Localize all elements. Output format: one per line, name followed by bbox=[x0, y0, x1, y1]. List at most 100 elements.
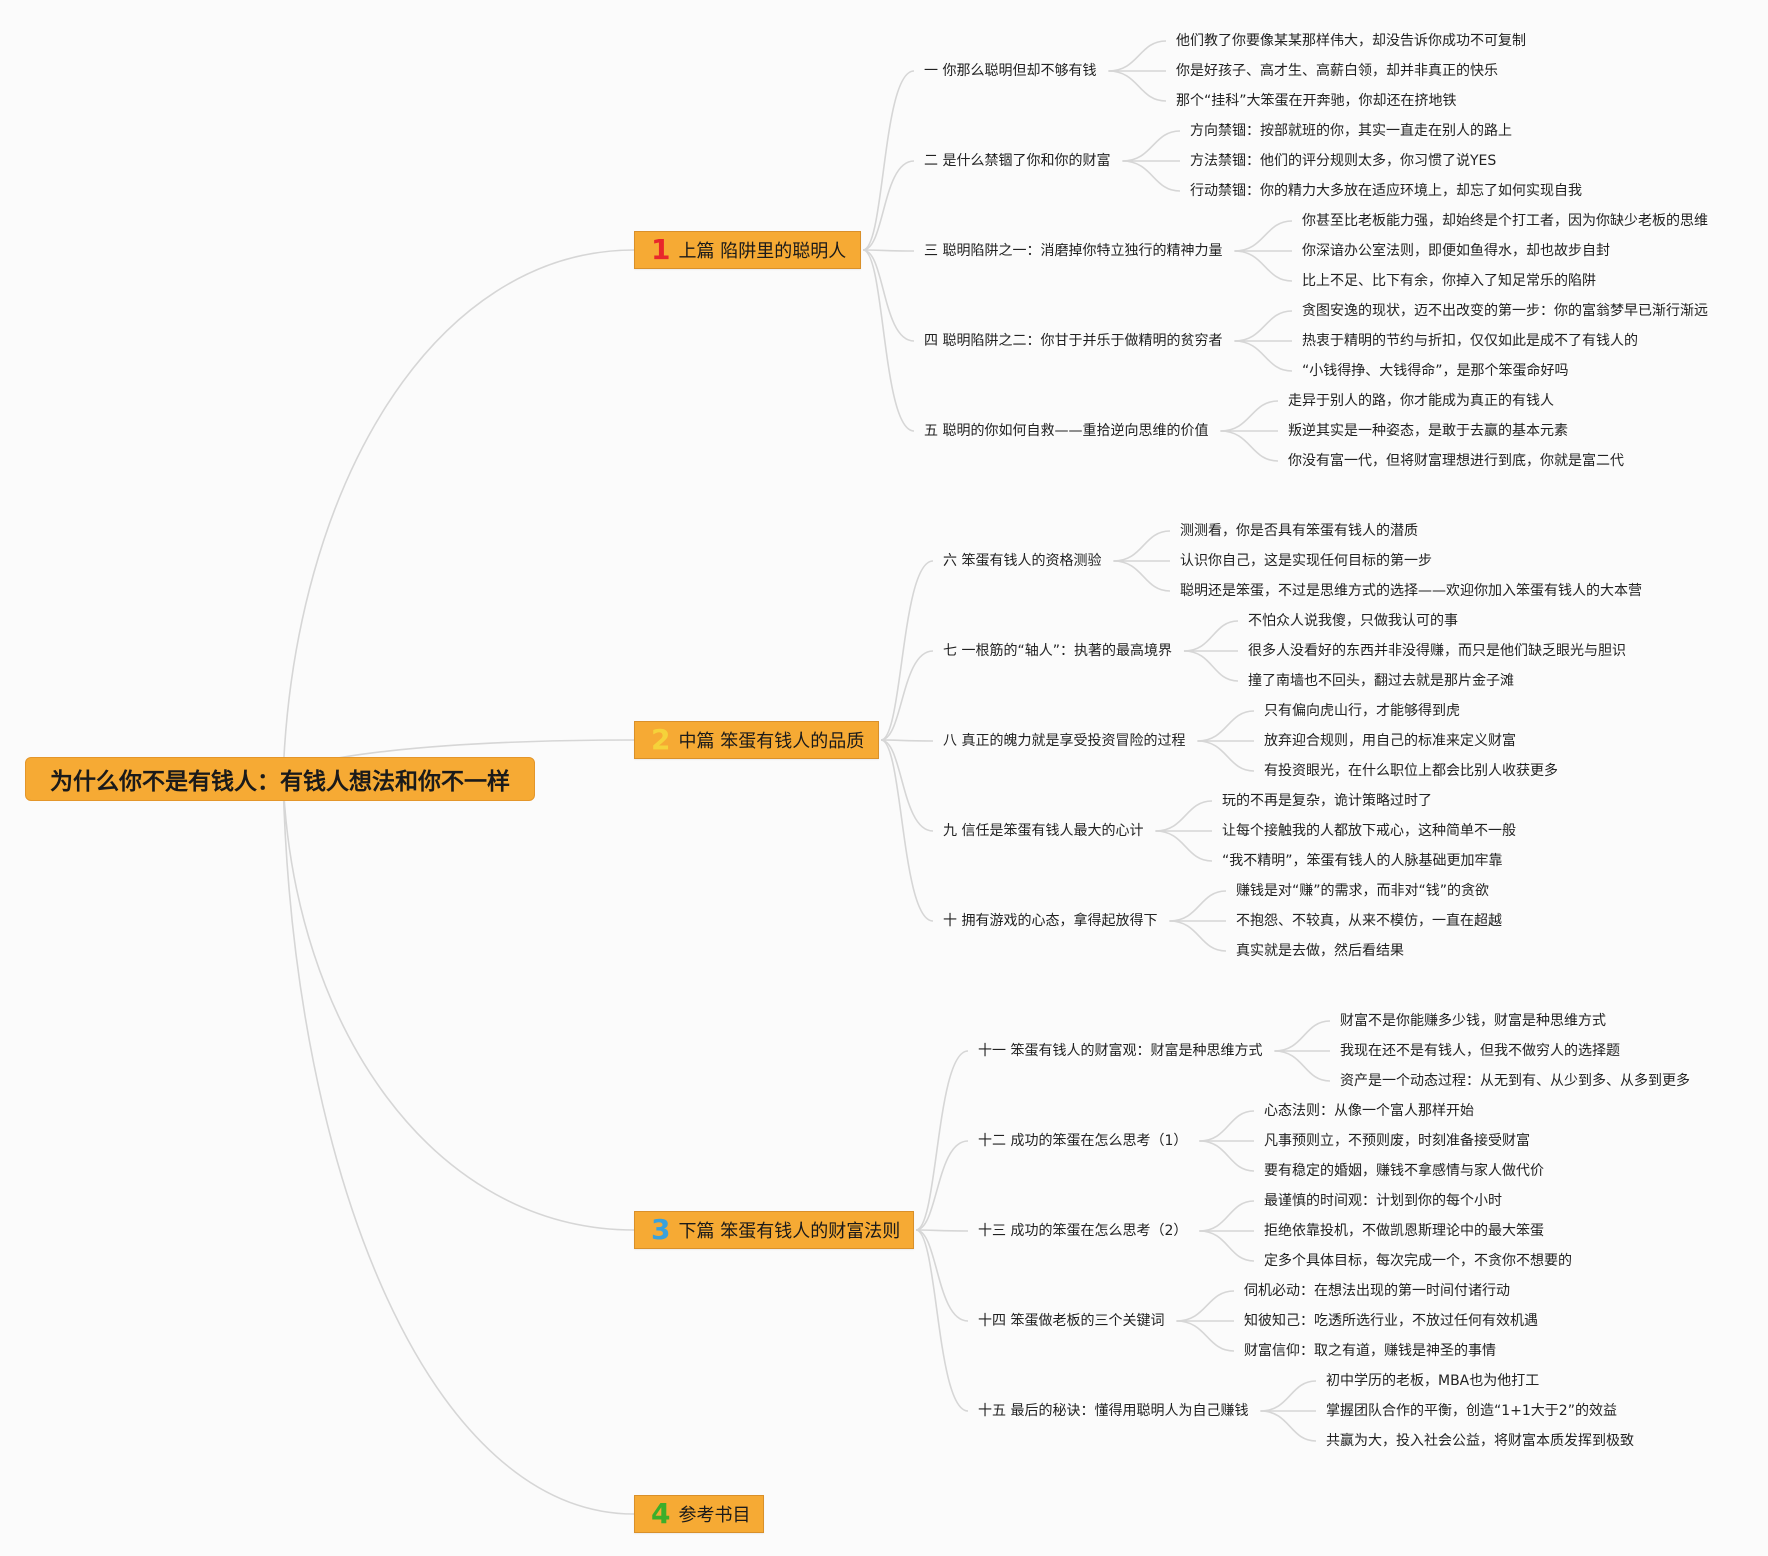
connector-line bbox=[880, 739, 934, 922]
connector-line bbox=[282, 777, 635, 1515]
branch-4[interactable]: 4 参考书目 bbox=[634, 1495, 764, 1533]
connector-line bbox=[1197, 710, 1255, 742]
leaf-node[interactable]: 撞了南墙也不回头，翻过去就是那片金子滩 bbox=[1248, 673, 1514, 689]
leaf-node[interactable]: “我不精明”，笨蛋有钱人的人脉基础更加牢靠 bbox=[1222, 853, 1503, 869]
branch-3[interactable]: 3 下篇 笨蛋有钱人的财富法则 bbox=[634, 1211, 914, 1249]
leaf-node[interactable]: 他们教了你要像某某那样伟大，却没告诉你成功不可复制 bbox=[1176, 33, 1526, 49]
leaf-node[interactable]: 赚钱是对“赚”的需求，而非对“钱”的贪欲 bbox=[1236, 883, 1490, 899]
connector-line bbox=[915, 1050, 969, 1231]
connector-line bbox=[1113, 560, 1171, 592]
leaf-node[interactable]: 不怕众人说我傻，只做我认可的事 bbox=[1248, 613, 1458, 629]
connector-line bbox=[862, 160, 915, 251]
branch-title: 下篇 笨蛋有钱人的财富法则 bbox=[678, 1221, 901, 1242]
branch-title: 中篇 笨蛋有钱人的品质 bbox=[678, 731, 865, 752]
leaf-node[interactable]: 很多人没看好的东西并非没得赚，而只是他们缺乏眼光与胆识 bbox=[1248, 643, 1626, 659]
leaf-node[interactable]: 凡事预则立，不预则废，时刻准备接受财富 bbox=[1264, 1133, 1530, 1149]
topic-node[interactable]: 七 一根筋的“轴人”：执著的最高境界 bbox=[943, 643, 1172, 659]
leaf-node[interactable]: 我现在还不是有钱人，但我不做穷人的选择题 bbox=[1340, 1043, 1620, 1059]
leaf-node[interactable]: 走异于别人的路，你才能成为真正的有钱人 bbox=[1288, 393, 1554, 409]
leaf-node[interactable]: 心态法则：从像一个富人那样开始 bbox=[1264, 1103, 1474, 1119]
topic-node[interactable]: 九 信任是笨蛋有钱人最大的心计 bbox=[943, 823, 1144, 839]
topic-node[interactable]: 八 真正的魄力就是享受投资冒险的过程 bbox=[943, 733, 1186, 749]
leaf-node[interactable]: 伺机必动：在想法出现的第一时间付诸行动 bbox=[1244, 1283, 1510, 1299]
topic-node[interactable]: 十一 笨蛋有钱人的财富观：财富是种思维方式 bbox=[978, 1043, 1263, 1059]
connector-line bbox=[1220, 400, 1279, 432]
topic-node[interactable]: 六 笨蛋有钱人的资格测验 bbox=[943, 553, 1102, 569]
topic-node[interactable]: 十二 成功的笨蛋在怎么思考（1） bbox=[978, 1133, 1188, 1149]
connector-line bbox=[1169, 920, 1227, 952]
branch-2[interactable]: 2 中篇 笨蛋有钱人的品质 bbox=[634, 721, 879, 759]
connector-line bbox=[1234, 250, 1293, 282]
leaf-node[interactable]: 只有偏向虎山行，才能够得到虎 bbox=[1264, 703, 1460, 719]
connector-line bbox=[915, 1140, 969, 1231]
leaf-node[interactable]: 认识你自己，这是实现任何目标的第一步 bbox=[1180, 553, 1432, 569]
topic-node[interactable]: 四 聪明陷阱之二：你甘于并乐于做精明的贫穷者 bbox=[924, 333, 1223, 349]
connector-line bbox=[1260, 1410, 1317, 1442]
leaf-node[interactable]: 财富信仰：取之有道，赚钱是神圣的事情 bbox=[1244, 1343, 1496, 1359]
leaf-node[interactable]: 拒绝依靠投机，不做凯恩斯理论中的最大笨蛋 bbox=[1264, 1223, 1544, 1239]
topic-node[interactable]: 十三 成功的笨蛋在怎么思考（2） bbox=[978, 1223, 1188, 1239]
number-4-icon: 4 bbox=[651, 1497, 671, 1530]
connector-line bbox=[1183, 620, 1239, 652]
leaf-node[interactable]: 让每个接触我的人都放下戒心，这种简单不一般 bbox=[1222, 823, 1516, 839]
connector-line bbox=[862, 249, 915, 432]
leaf-node[interactable]: 聪明还是笨蛋，不过是思维方式的选择——欢迎你加入笨蛋有钱人的大本营 bbox=[1180, 583, 1642, 599]
topic-node[interactable]: 五 聪明的你如何自救——重拾逆向思维的价值 bbox=[924, 423, 1209, 439]
connector-line bbox=[1197, 740, 1255, 772]
leaf-node[interactable]: 叛逆其实是一种姿态，是敢于去赢的基本元素 bbox=[1288, 423, 1568, 439]
root-topic[interactable]: 为什么你不是有钱人：有钱人想法和你不一样 bbox=[25, 757, 535, 801]
leaf-node[interactable]: 真实就是去做，然后看结果 bbox=[1236, 943, 1404, 959]
leaf-node[interactable]: 定多个具体目标，每次完成一个，不贪你不想要的 bbox=[1264, 1253, 1572, 1269]
connector-line bbox=[1220, 430, 1279, 462]
leaf-node[interactable]: 你甚至比老板能力强，却始终是个打工者，因为你缺少老板的思维 bbox=[1302, 213, 1708, 229]
root-title: 为什么你不是有钱人：有钱人想法和你不一样 bbox=[50, 769, 510, 795]
leaf-node[interactable]: 最谨慎的时间观：计划到你的每个小时 bbox=[1264, 1193, 1502, 1209]
topic-node[interactable]: 三 聪明陷阱之一：消磨掉你特立独行的精神力量 bbox=[924, 243, 1223, 259]
connector-line bbox=[1113, 530, 1171, 562]
connector-line bbox=[1122, 130, 1181, 162]
leaf-node[interactable]: 要有稳定的婚姻，赚钱不拿感情与家人做代价 bbox=[1264, 1163, 1544, 1179]
connector-line bbox=[862, 249, 915, 252]
topic-node[interactable]: 十四 笨蛋做老板的三个关键词 bbox=[978, 1313, 1165, 1329]
topic-node[interactable]: 十五 最后的秘诀：懂得用聪明人为自己赚钱 bbox=[978, 1403, 1249, 1419]
leaf-node[interactable]: 比上不足、比下有余，你掉入了知足常乐的陷阱 bbox=[1302, 273, 1596, 289]
leaf-node[interactable]: 贪图安逸的现状，迈不出改变的第一步：你的富翁梦早已渐行渐远 bbox=[1302, 303, 1708, 319]
leaf-node[interactable]: 那个“挂科”大笨蛋在开奔驰，你却还在挤地铁 bbox=[1176, 93, 1457, 109]
connector-line bbox=[1176, 1290, 1235, 1322]
leaf-node[interactable]: 你深谙办公室法则，即便如鱼得水，却也故步自封 bbox=[1302, 243, 1610, 259]
number-3-icon: 3 bbox=[651, 1213, 671, 1246]
leaf-node[interactable]: 掌握团队合作的平衡，创造“1+1大于2”的效益 bbox=[1326, 1403, 1617, 1419]
connector-line bbox=[1234, 310, 1293, 342]
leaf-node[interactable]: 初中学历的老板，MBA也为他打工 bbox=[1326, 1373, 1540, 1389]
leaf-node[interactable]: 资产是一个动态过程：从无到有、从少到多、从多到更多 bbox=[1340, 1073, 1690, 1089]
connector-line bbox=[915, 1229, 969, 1322]
connector-line bbox=[862, 249, 915, 342]
leaf-node[interactable]: 热衷于精明的节约与折扣，仅仅如此是成不了有钱人的 bbox=[1302, 333, 1638, 349]
leaf-node[interactable]: 共赢为大，投入社会公益，将财富本质发挥到极致 bbox=[1326, 1433, 1634, 1449]
connector-line bbox=[880, 650, 934, 741]
leaf-node[interactable]: 你是好孩子、高才生、高薪白领，却并非真正的快乐 bbox=[1176, 63, 1498, 79]
leaf-node[interactable]: 方向禁锢：按部就班的你，其实一直走在别人的路上 bbox=[1190, 123, 1512, 139]
leaf-node[interactable]: 玩的不再是复杂，诡计策略过时了 bbox=[1222, 793, 1432, 809]
leaf-node[interactable]: 放弃迎合规则，用自己的标准来定义财富 bbox=[1264, 733, 1516, 749]
leaf-node[interactable]: 方法禁锢：他们的评分规则太多，你习惯了说YES bbox=[1190, 153, 1497, 169]
branch-1[interactable]: 1 上篇 陷阱里的聪明人 bbox=[634, 231, 861, 269]
leaf-node[interactable]: 知彼知己：吃透所选行业，不放过任何有效机遇 bbox=[1244, 1313, 1538, 1329]
connector-line bbox=[1155, 800, 1213, 832]
connector-line bbox=[862, 70, 915, 251]
leaf-node[interactable]: 有投资眼光，在什么职位上都会比别人收获更多 bbox=[1264, 763, 1558, 779]
leaf-node[interactable]: 不抱怨、不较真，从来不模仿，一直在超越 bbox=[1236, 913, 1502, 929]
connector-line bbox=[1199, 1200, 1255, 1232]
leaf-node[interactable]: “小钱得挣、大钱得命”，是那个笨蛋命好吗 bbox=[1302, 363, 1569, 379]
leaf-node[interactable]: 财富不是你能赚多少钱，财富是种思维方式 bbox=[1340, 1013, 1606, 1029]
leaf-node[interactable]: 测测看，你是否具有笨蛋有钱人的潜质 bbox=[1180, 523, 1418, 539]
topic-node[interactable]: 二 是什么禁锢了你和你的财富 bbox=[924, 153, 1111, 169]
leaf-node[interactable]: 行动禁锢：你的精力大多放在适应环境上，却忘了如何实现自我 bbox=[1190, 183, 1582, 199]
topic-node[interactable]: 十 拥有游戏的心态，拿得起放得下 bbox=[943, 913, 1158, 929]
leaf-node[interactable]: 你没有富一代，但将财富理想进行到底，你就是富二代 bbox=[1288, 453, 1624, 469]
connector-line bbox=[1234, 340, 1293, 372]
topic-node[interactable]: 一 你那么聪明但却不够有钱 bbox=[924, 63, 1097, 79]
connector-line bbox=[282, 249, 635, 779]
